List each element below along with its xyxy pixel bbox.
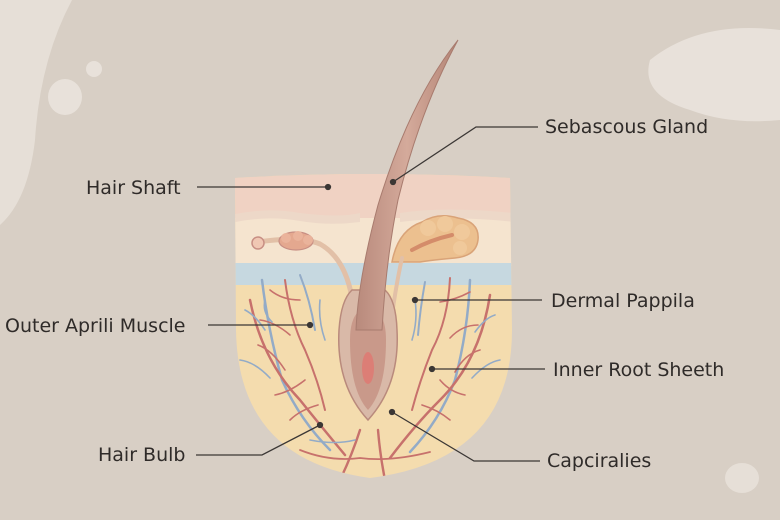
- gland-lobule: [437, 216, 453, 232]
- vein: [299, 274, 316, 331]
- gland-duct: [410, 233, 454, 252]
- leader-hair-bulb: [196, 424, 321, 456]
- capillary-branches: [411, 299, 501, 379]
- leader-dot: [306, 321, 314, 329]
- label-inner-root-sheeth: Inner Root Sheeth: [553, 359, 724, 381]
- background-blob-right: [648, 28, 780, 122]
- skin-fold: [400, 209, 512, 224]
- epidermis-layer: [235, 174, 512, 218]
- label-sebascous-gland: Sebascous Gland: [545, 116, 708, 138]
- hair-follicle: [338, 39, 459, 422]
- leader-sebascous-gland: [392, 126, 538, 183]
- leader-dot: [411, 296, 419, 304]
- label-hair-bulb: Hair Bulb: [98, 444, 185, 466]
- artery: [248, 298, 347, 457]
- artery: [284, 279, 326, 411]
- labels: Hair Shaft Outer Aprili Muscle Hair Bulb…: [5, 116, 724, 472]
- capillary-branches: [421, 291, 481, 421]
- muscle-attachment: [251, 236, 265, 250]
- capillary-network-left: [239, 274, 347, 457]
- background-dot: [48, 79, 82, 115]
- lobule-cell: [303, 235, 313, 245]
- artery: [388, 293, 492, 460]
- dermal-papilla-core: [362, 352, 374, 384]
- artery: [299, 449, 431, 461]
- vein: [408, 278, 472, 454]
- leader-dot: [324, 183, 332, 191]
- leader-dot: [316, 421, 324, 429]
- leader-capciralies: [391, 411, 540, 462]
- skin-fold: [235, 210, 360, 226]
- capillary-branches: [239, 299, 326, 379]
- capillary-network-bottom: [299, 428, 431, 478]
- background-dot: [725, 463, 759, 493]
- lobule-cell: [281, 233, 291, 243]
- hair-shaft: [355, 39, 459, 331]
- gland-lobule: [454, 224, 470, 240]
- leader-dot: [388, 408, 396, 416]
- background-blob-left: [0, 0, 72, 225]
- vein: [417, 281, 426, 336]
- leader-dot: [389, 178, 397, 186]
- gland-lobule: [420, 220, 436, 236]
- label-capciralies: Capciralies: [547, 450, 651, 472]
- background-dot: [86, 61, 102, 77]
- vein: [309, 439, 356, 444]
- label-dermal-pappila: Dermal Pappila: [551, 290, 695, 312]
- label-outer-aprili-muscle: Outer Aprili Muscle: [5, 315, 185, 337]
- gland-lobule: [453, 241, 467, 255]
- label-hair-shaft: Hair Shaft: [86, 177, 181, 199]
- background-decoration: [0, 0, 780, 493]
- leader-dot: [428, 365, 436, 373]
- leader-lines: [196, 126, 545, 462]
- lobule-cell: [293, 231, 303, 241]
- arrector-muscle-left: [251, 231, 355, 301]
